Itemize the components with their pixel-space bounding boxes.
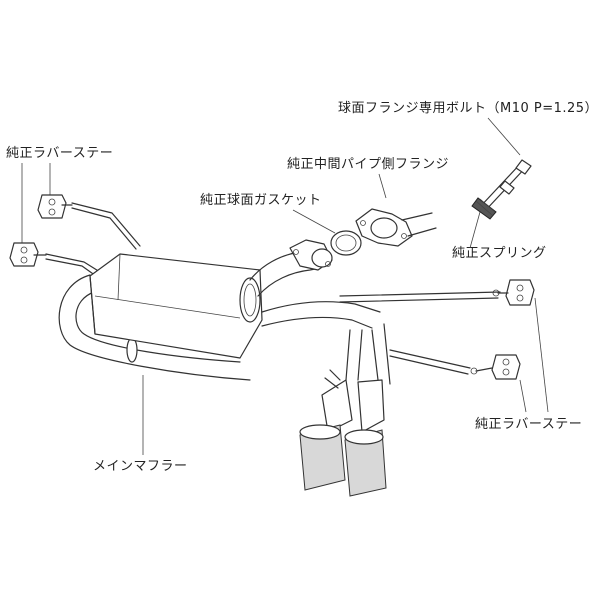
ball-gasket-part [330,230,362,256]
label-mid-pipe-flange: 純正中間パイプ側フランジ [287,157,449,172]
flange-bolt-part [471,159,532,220]
label-rubber-stay-left: 純正ラバーステー [6,146,113,161]
label-main-muffler: メインマフラー [93,459,188,474]
rubber-stay-left-top [37,194,73,219]
muffler-hangers-left [45,202,141,277]
mid-pipe-flange-part [355,208,437,247]
label-rubber-stay-right: 純正ラバーステー [475,417,582,432]
tailpipe-left [299,379,353,491]
label-ball-flange-bolt: 球面フランジ専用ボルト（M10 P=1.25） [338,101,598,116]
rubber-stay-right-top [492,279,535,306]
label-spring: 純正スプリング [452,246,547,261]
inlet-pipe [249,239,333,297]
muffler-loop-pipe [58,274,251,381]
rubber-stay-left-bottom [9,242,47,267]
label-ball-gasket: 純正球面ガスケット [200,193,322,208]
tailpipe-right [344,379,387,497]
main-muffler-body [89,253,263,359]
leader-lines [21,117,549,455]
rear-pipe [261,291,501,389]
rubber-stay-right-bottom [470,354,521,380]
